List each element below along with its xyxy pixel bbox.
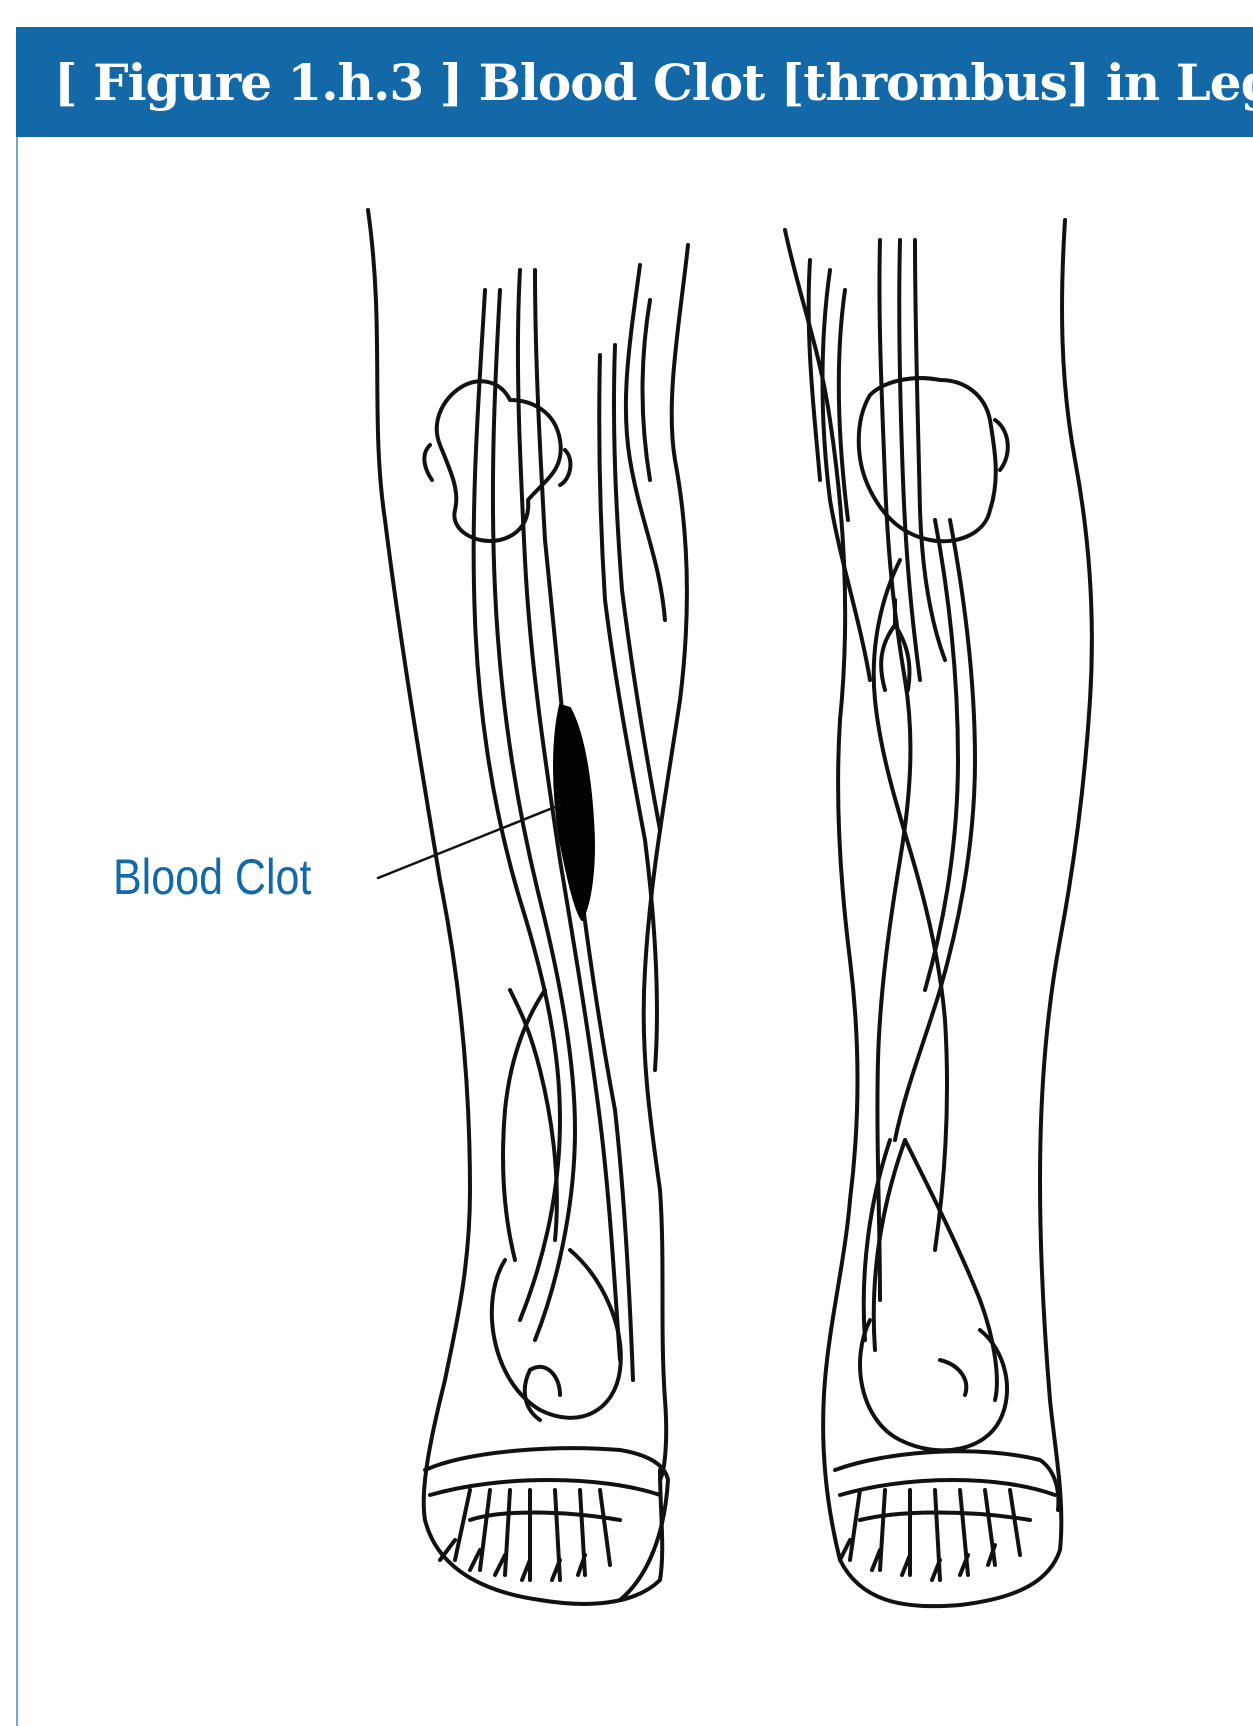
right-leg-outline-inner xyxy=(1040,220,1092,1400)
blood-clot xyxy=(554,705,594,920)
blood-clot-label: Blood Clot xyxy=(113,848,311,906)
figure-title-bar: [ Figure 1.h.3 ] Blood Clot [thrombus] i… xyxy=(16,27,1253,137)
right-knee xyxy=(859,378,996,541)
figure-title: [ Figure 1.h.3 ] Blood Clot [thrombus] i… xyxy=(54,53,1253,112)
right-ankle xyxy=(860,1320,1007,1450)
legs-illustration xyxy=(16,137,1253,1726)
right-leg xyxy=(785,220,1092,1606)
right-leg-outline-outer xyxy=(785,230,1061,1606)
left-leg-outline-inner xyxy=(644,245,688,1480)
left-leg xyxy=(368,210,688,1604)
left-leg-outline-outer xyxy=(368,210,662,1604)
left-vein xyxy=(474,290,560,1320)
